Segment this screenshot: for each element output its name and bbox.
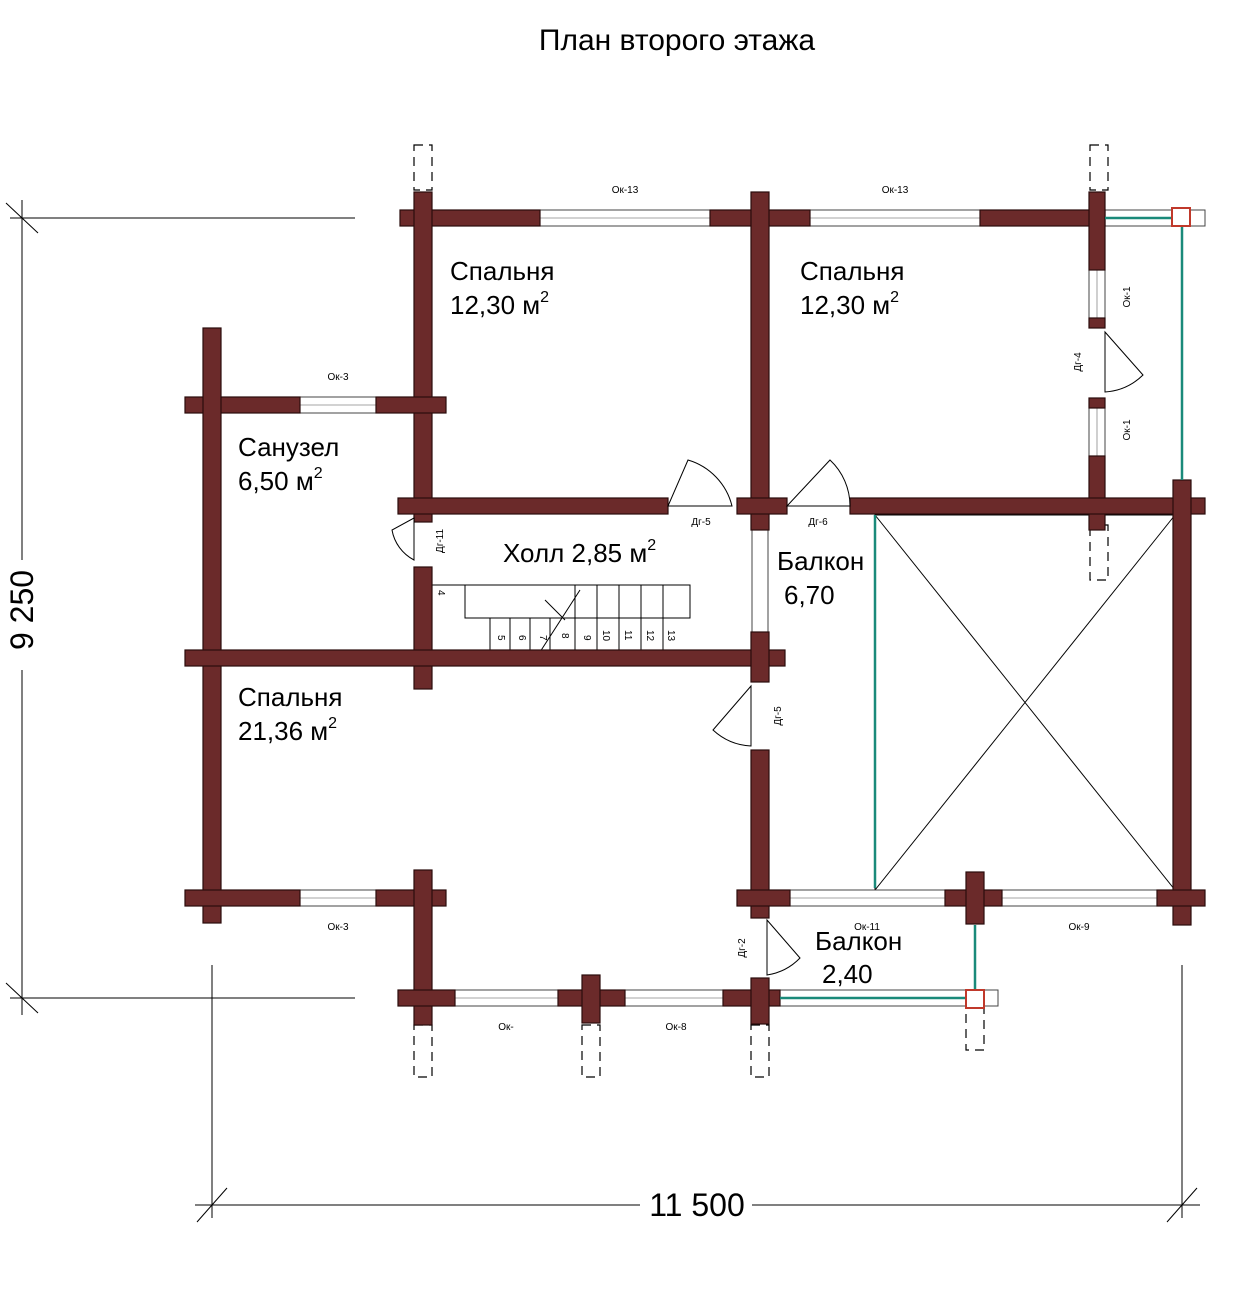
svg-text:13: 13: [665, 630, 676, 642]
room-label-bedroom-3: Спальня 21,36 м2: [238, 682, 342, 746]
svg-text:Дг-5: Дг-5: [773, 706, 784, 726]
svg-text:6,70: 6,70: [784, 580, 835, 610]
svg-text:Ок-8: Ок-8: [665, 1022, 686, 1033]
balcony-opening-outline: [874, 514, 1176, 891]
svg-text:Ок-3: Ок-3: [327, 372, 348, 383]
svg-text:Ок-1: Ок-1: [1122, 419, 1133, 440]
svg-text:10: 10: [600, 630, 611, 642]
svg-text:12,30 м2: 12,30 м2: [800, 289, 899, 320]
svg-text:Ок-11: Ок-11: [854, 922, 880, 933]
plan-title: План второго этажа: [539, 24, 815, 57]
balcony-railings: [780, 207, 1191, 1009]
svg-text:4: 4: [435, 590, 446, 596]
svg-text:Спальня: Спальня: [238, 682, 342, 712]
dimension-lines: [5, 200, 1200, 1225]
svg-text:Ок-: Ок-: [498, 1022, 513, 1033]
staircase: [432, 584, 691, 653]
room-label-bathroom: Санузел 6,50 м2: [238, 432, 339, 496]
doors: [391, 330, 1144, 976]
svg-text:9: 9: [581, 635, 592, 641]
room-label-balcony-2: Балкон 2,40: [815, 926, 902, 989]
svg-text:Дг-11: Дг-11: [435, 529, 446, 554]
svg-text:12: 12: [644, 630, 655, 642]
room-label-hall: Холл 2,85 м2: [503, 537, 656, 568]
svg-text:Балкон: Балкон: [815, 926, 902, 956]
svg-text:21,36 м2: 21,36 м2: [238, 715, 337, 746]
svg-text:Ок-3: Ок-3: [327, 922, 348, 933]
svg-text:Дг-5: Дг-5: [691, 517, 711, 528]
svg-text:Ок-9: Ок-9: [1068, 922, 1089, 933]
svg-text:Санузел: Санузел: [238, 432, 339, 462]
svg-text:11: 11: [622, 630, 633, 641]
room-label-bedroom-1: Спальня 12,30 м2: [450, 256, 554, 320]
svg-text:Холл 2,85 м2: Холл 2,85 м2: [503, 537, 656, 568]
svg-text:5: 5: [495, 635, 506, 641]
svg-text:2,40: 2,40: [822, 959, 873, 989]
window-tags: Ок-13 Ок-13 Ок-3 Ок-1 Ок-1 Ок-3 Ок- Ок-8…: [327, 185, 1133, 1033]
svg-text:Ок-1: Ок-1: [1122, 286, 1133, 307]
height-dimension: 9 250: [4, 570, 40, 650]
room-label-balcony-1: Балкон 6,70: [777, 546, 864, 610]
svg-text:Спальня: Спальня: [800, 256, 904, 286]
svg-text:Спальня: Спальня: [450, 256, 554, 286]
stair-numbers: 4 5 6 7 8 9 10 11 12 13: [435, 590, 676, 642]
room-label-bedroom-2: Спальня 12,30 м2: [800, 256, 904, 320]
svg-text:Ок-13: Ок-13: [882, 185, 909, 196]
door-tags: Дг-4 Дг-11 Дг-5 Дг-6 Дг-5 Дг-2: [435, 352, 1084, 958]
svg-text:6,50 м2: 6,50 м2: [238, 465, 323, 496]
svg-text:12,30 м2: 12,30 м2: [450, 289, 549, 320]
walls: [184, 191, 1206, 1026]
svg-text:6: 6: [516, 635, 527, 641]
svg-text:Дг-6: Дг-6: [808, 517, 828, 528]
svg-text:Дг-2: Дг-2: [737, 938, 748, 958]
svg-text:8: 8: [559, 633, 570, 639]
svg-text:Ок-13: Ок-13: [612, 185, 639, 196]
svg-text:Дг-4: Дг-4: [1073, 352, 1084, 372]
width-dimension: 11 500: [649, 1187, 745, 1223]
svg-text:Балкон: Балкон: [777, 546, 864, 576]
svg-text:7: 7: [537, 635, 548, 641]
